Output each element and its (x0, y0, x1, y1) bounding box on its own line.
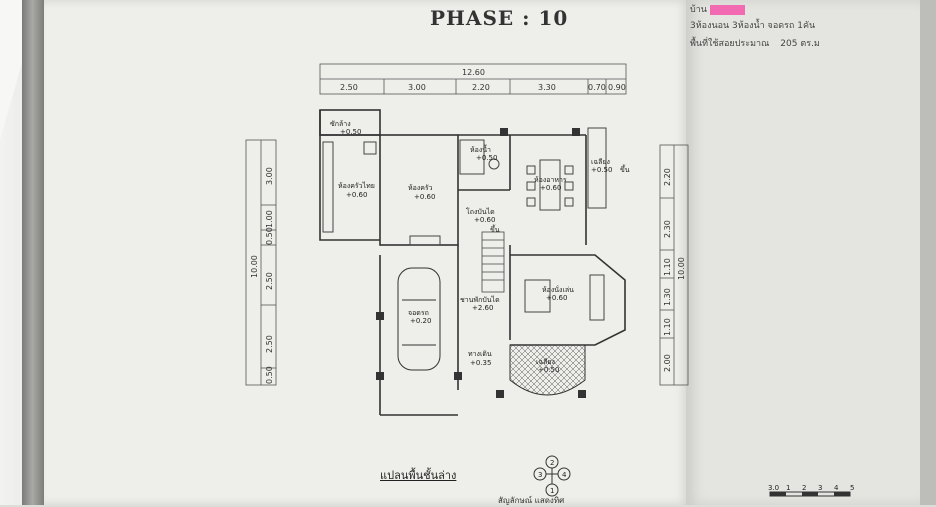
scale-label-2: 2 (802, 484, 806, 492)
room-carport-level: +0.20 (410, 317, 431, 325)
compass-label-2: 3 (538, 471, 542, 479)
room-bathroom-level: +0.50 (476, 154, 497, 162)
room-terrace-front-name: เฉลียง (536, 358, 555, 366)
dim-right-1: 2.20 (663, 168, 672, 186)
right-dimension-band (659, 144, 689, 386)
bathtub-icon (459, 139, 485, 175)
room-dining-level: +0.60 (540, 184, 561, 192)
room-bathroom-name: ห้องน้ำ (470, 143, 491, 154)
toilet-icon (488, 158, 500, 170)
page-edge (920, 0, 936, 505)
dim-top-4: 3.30 (538, 83, 556, 92)
dim-right-2: 2.30 (663, 220, 672, 238)
compass-label-3: 4 (562, 471, 567, 479)
dim-left-3: 0.50 (265, 227, 274, 245)
dim-top-6: 0.90 (608, 83, 626, 92)
columns (376, 128, 586, 398)
room-terrace-top-name: เฉลียง (591, 158, 610, 166)
room-living-level: +0.60 (546, 294, 567, 302)
sink-icon (363, 141, 377, 155)
room-stair-hall-level: +0.60 (474, 216, 495, 224)
dim-right-6: 2.00 (663, 354, 672, 372)
area-unit: ตร.ม (800, 39, 820, 49)
binding-strip (22, 0, 48, 505)
stairs-icon (481, 231, 505, 293)
scale-label-1: 1 (786, 484, 790, 492)
room-laundry-name: ซักล้าง (330, 120, 351, 128)
room-laundry-level: +0.50 (340, 128, 361, 136)
dim-left-1: 3.00 (265, 167, 274, 185)
compass-icon (533, 455, 571, 497)
room-kitchen-level: +0.60 (414, 193, 435, 201)
area-label: พื้นที่ใช้สอยประมาณ (690, 39, 770, 49)
dim-left-5: 2.50 (265, 335, 274, 353)
scale-label-4: 4 (834, 484, 839, 492)
room-living-name: ห้องนั่งเล่น (542, 285, 574, 294)
sofa-icon (524, 279, 551, 313)
room-dining-name: ห้องอาหาร (534, 176, 567, 184)
plan-page (44, 0, 690, 505)
dim-right-4: 1.30 (663, 288, 672, 306)
info-line-2: 3ห้องนอน 3ห้องน้ำ จอดรถ 1คัน (690, 21, 816, 31)
scale-bar (769, 491, 851, 497)
dim-total-width: 12.60 (462, 68, 485, 77)
room-terrace-front-level: +0.50 (538, 366, 559, 374)
info-house-label: บ้าน (690, 5, 707, 15)
label-up-top: ขึ้น (620, 163, 630, 174)
scale-label-0: 3.0 (768, 484, 779, 492)
dim-top-2: 3.00 (408, 83, 426, 92)
top-dimension-band (319, 63, 627, 95)
front-terrace-outline (509, 344, 586, 396)
room-thai-kitchen-name: ห้องครัวไทย (338, 181, 375, 190)
scale-label-3: 3 (818, 484, 822, 492)
stove-icon (409, 235, 441, 246)
dim-left-6: 0.50 (265, 366, 274, 384)
dim-top-3: 2.20 (472, 83, 490, 92)
phase-title: PHASE : 10 (430, 6, 569, 30)
info-page (686, 0, 922, 505)
dining-table-icon (539, 159, 561, 211)
dim-left-total: 10.00 (250, 255, 259, 278)
info-line-1: บ้าน XXXXX (690, 2, 745, 16)
room-carport-name: จอดรถ (408, 309, 429, 317)
dim-right-total: 10.00 (677, 257, 686, 280)
terrace-top-outline (587, 127, 607, 209)
compass-label-1: 2 (550, 459, 554, 467)
dim-top-1: 2.50 (340, 83, 358, 92)
room-walkway-level: +0.35 (470, 359, 491, 367)
counter-icon (322, 141, 334, 233)
scale-label-5: 5 (850, 484, 854, 492)
dining-chairs-icon (526, 165, 574, 207)
room-thai-kitchen-level: +0.60 (346, 191, 367, 199)
room-walkway-name: ทางเดิน (468, 350, 492, 358)
room-terrace-top-level: +0.50 (591, 166, 612, 174)
dim-right-3: 1.10 (663, 258, 672, 276)
label-up-stair: ขึ้น (490, 223, 500, 234)
compass-label-4: 1 (550, 487, 554, 495)
dim-right-5: 1.10 (663, 318, 672, 336)
plan-caption: แปลนพื้นชั้นล่าง (380, 469, 457, 482)
info-line-3: พื้นที่ใช้สอยประมาณ 205 ตร.ม (690, 36, 820, 50)
dim-left-4: 2.50 (265, 272, 274, 290)
sofa-2-icon (589, 274, 605, 321)
compass-caption: สัญลักษณ์ แสดงทิศ (498, 496, 565, 505)
dim-left-2: 1.00 (265, 210, 274, 228)
car-icon (397, 267, 441, 371)
dim-top-5: 0.70 (588, 83, 606, 92)
room-kitchen-name: ห้องครัว (408, 184, 433, 192)
area-value: 205 (780, 39, 798, 49)
room-landing-level: +2.60 (472, 304, 493, 312)
room-landing-name: ชานพักบันได (460, 295, 500, 304)
left-dimension-band (245, 139, 277, 386)
highlight-mark: XXXXX (709, 5, 745, 15)
room-stair-hall-name: โถงบันได (466, 207, 495, 216)
